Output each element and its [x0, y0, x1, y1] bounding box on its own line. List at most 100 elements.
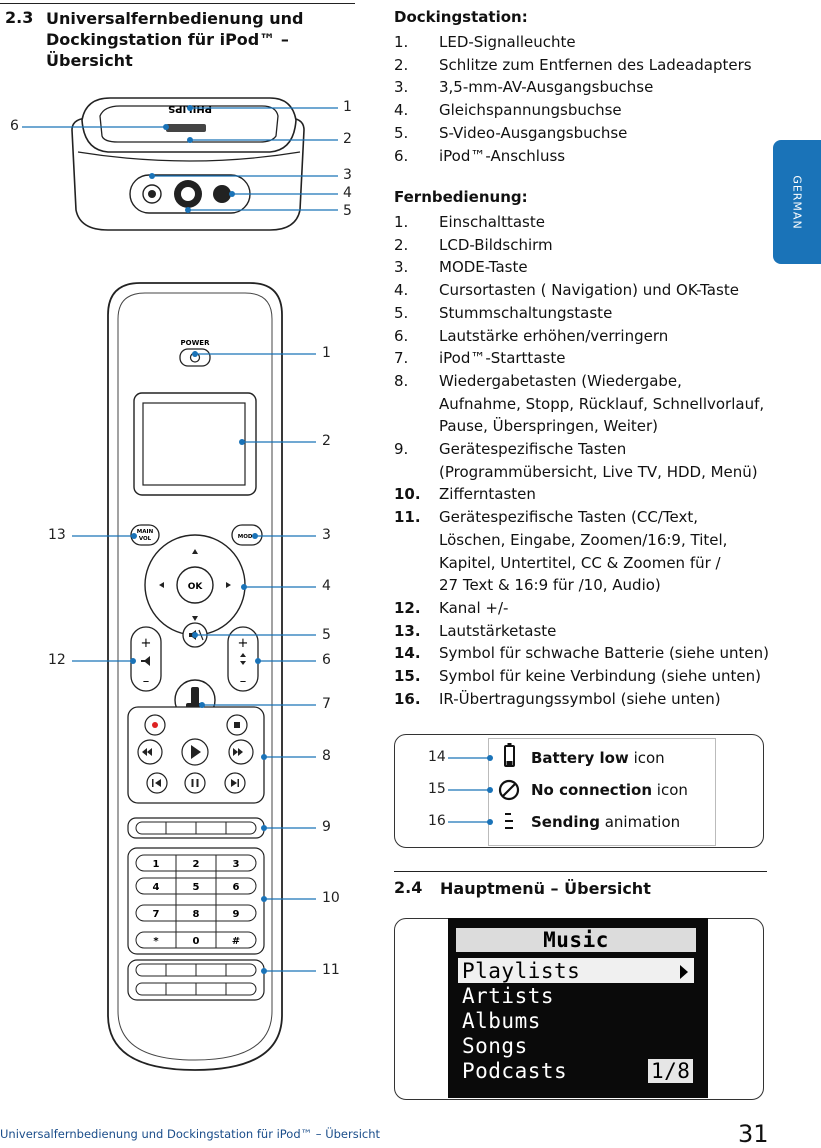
remote-control-figure: POWER MAIN VOL MODE OK + – + –: [72, 282, 316, 1071]
dock-list-item: 5. S-Video-Ausgangsbuchse: [394, 122, 769, 145]
numpad-key-label: 9: [233, 909, 240, 920]
remote-list-item: 6.Lautstärke erhöhen/verringern: [394, 325, 769, 348]
numpad-key-label: 4: [153, 882, 160, 893]
dock-list-item: 4.Gleichspannungsbuchse: [394, 99, 769, 122]
remote-list-item: 15. Symbol für keine Verbindung (siehe un…: [394, 665, 769, 688]
sending-caption: Sending animation: [531, 813, 681, 831]
list-number: 3.: [394, 258, 409, 277]
list-number: 2.: [394, 235, 409, 254]
numpad-key-label: 1: [153, 859, 160, 870]
main-label: MAIN: [137, 529, 154, 535]
numpad-key-label: 5: [193, 882, 200, 893]
svg-text:+: +: [238, 636, 249, 651]
remote-list-item: 5.Stummschaltungstaste: [394, 302, 769, 325]
menu-selection-bar: [458, 958, 694, 983]
list-text: S-Video-Ausgangsbuchse: [439, 123, 628, 142]
remote-list-item: 13.Lautstärketaste: [394, 620, 769, 643]
list-text: iPod™-Anschluss: [439, 146, 566, 165]
list-text: 3,5-mm-AV-Ausgangsbuchse: [439, 78, 654, 97]
no-connection-caption: No connection icon: [531, 781, 688, 799]
list-number: 12.: [394, 598, 421, 617]
icon-label-16: 16: [428, 813, 446, 829]
submenu-arrow-icon: [680, 965, 688, 979]
numpad-key-label: *: [153, 936, 159, 947]
menu-screen: Music Playlists Artists Albums Songs Pod…: [448, 918, 708, 1098]
section-24-number: 2.4: [394, 878, 423, 897]
remote-list-item: 2. LCD-Bildschirm: [394, 234, 769, 257]
list-number: 9.: [394, 440, 409, 459]
section-rule: [0, 3, 355, 4]
svg-text:–: –: [240, 674, 247, 689]
list-number: 15.: [394, 667, 421, 686]
status-icons-callouts: [448, 743, 520, 829]
icon-label-15: 15: [428, 781, 446, 797]
numpad-key-label: 0: [193, 936, 200, 947]
remote-label-7: 7: [322, 696, 331, 712]
list-number: 3.: [394, 78, 409, 97]
section-24-rule: [394, 871, 767, 872]
remote-list-item: 7.iPod™-Starttaste: [394, 347, 769, 370]
remote-items: 1. Einschalttaste 2. LCD-Bildschirm 3.MODE-T…: [394, 211, 769, 710]
ok-label: OK: [188, 582, 204, 592]
menu-item-albums[interactable]: Albums: [462, 1009, 541, 1033]
remote-label-6: 6: [322, 652, 331, 668]
numpad-key-label: 6: [233, 882, 240, 893]
list-text-line: Pause, Überspringen, Weiter): [439, 417, 658, 436]
svg-text:–: –: [143, 674, 150, 689]
list-number: 8.: [394, 371, 409, 390]
list-text-line: Symbol für keine Verbindung (siehe unten…: [439, 667, 761, 686]
list-text-line: Lautstärketaste: [439, 621, 557, 640]
dock-label-5: 5: [343, 203, 352, 219]
remote-list-item: 12. Kanal +/-: [394, 597, 769, 620]
list-text-line: Löschen, Eingabe, Zoomen/16:9, Titel,: [439, 530, 728, 549]
list-text-line: Gerätespezifische Tasten (CC/Text,: [439, 508, 698, 527]
section-24-title: Hauptmenü – Übersicht: [440, 879, 651, 898]
list-text-line: Einschalttaste: [439, 213, 545, 231]
menu-item-podcasts[interactable]: Podcasts: [462, 1059, 568, 1083]
remote-list-item: 3.MODE-Taste: [394, 256, 769, 279]
list-text-line: Cursortasten ( Navigation) und OK-Taste: [439, 281, 739, 300]
remote-label-2: 2: [322, 433, 331, 449]
list-number: 1.: [394, 213, 409, 231]
list-number: 5.: [394, 123, 409, 142]
list-number: 11.: [394, 508, 421, 527]
numpad-key-label: 7: [153, 909, 160, 920]
docking-station-figure: PHILIPS: [22, 97, 338, 231]
list-text-line: Kanal +/-: [439, 598, 509, 617]
menu-item-songs[interactable]: Songs: [462, 1034, 528, 1058]
remote-heading: Fernbedienung:: [394, 188, 528, 206]
dock-list-item: 2.Schlitze zum Entfernen des Ladeadapter…: [394, 54, 769, 77]
list-text-line: LCD-Bildschirm: [439, 235, 553, 254]
list-text-line: Lautstärke erhöhen/verringern: [439, 326, 669, 345]
remote-list-item: 1. Einschalttaste: [394, 211, 769, 234]
svg-text:+: +: [141, 636, 152, 651]
list-text-line: iPod™-Starttaste: [439, 349, 566, 368]
list-number: 4.: [394, 101, 409, 120]
list-text-line: Aufnahme, Stopp, Rücklauf, Schnellvorlau…: [439, 394, 765, 413]
power-label: POWER: [181, 339, 211, 347]
list-text: LED-Signalleuchte: [439, 33, 576, 51]
language-tab-label: GERMAN: [790, 174, 804, 230]
list-text-line: 27 Text & 16:9 für /10, Audio): [439, 576, 661, 595]
numpad: [135, 854, 257, 949]
remote-label-9: 9: [322, 819, 331, 835]
no-connection-icon: [498, 779, 520, 801]
list-number: 4.: [394, 281, 409, 300]
remote-list-item: 16.IR-Übertragungssymbol (siehe unten): [394, 688, 769, 711]
numpad-key-label: 2: [193, 859, 200, 870]
menu-item-playlists[interactable]: Playlists: [462, 959, 581, 983]
battery-low-caption: Battery low icon: [531, 749, 665, 767]
remote-label-11: 11: [322, 962, 340, 978]
remote-list-item: 10.Zifferntasten: [394, 483, 769, 506]
icon-label-14: 14: [428, 749, 446, 765]
dock-label-1: 1: [343, 99, 352, 115]
section-23-title: Universalfernbedienung und Dockingstatio…: [46, 9, 304, 70]
dock-label-2: 2: [343, 131, 352, 147]
list-number: 16.: [394, 689, 421, 708]
remote-list-item: 9.Gerätespezifische Tasten(Programmübers…: [394, 438, 769, 483]
sending-animation-icon: [505, 813, 513, 829]
menu-item-artists[interactable]: Artists: [462, 984, 555, 1008]
remote-label-5: 5: [322, 627, 331, 643]
